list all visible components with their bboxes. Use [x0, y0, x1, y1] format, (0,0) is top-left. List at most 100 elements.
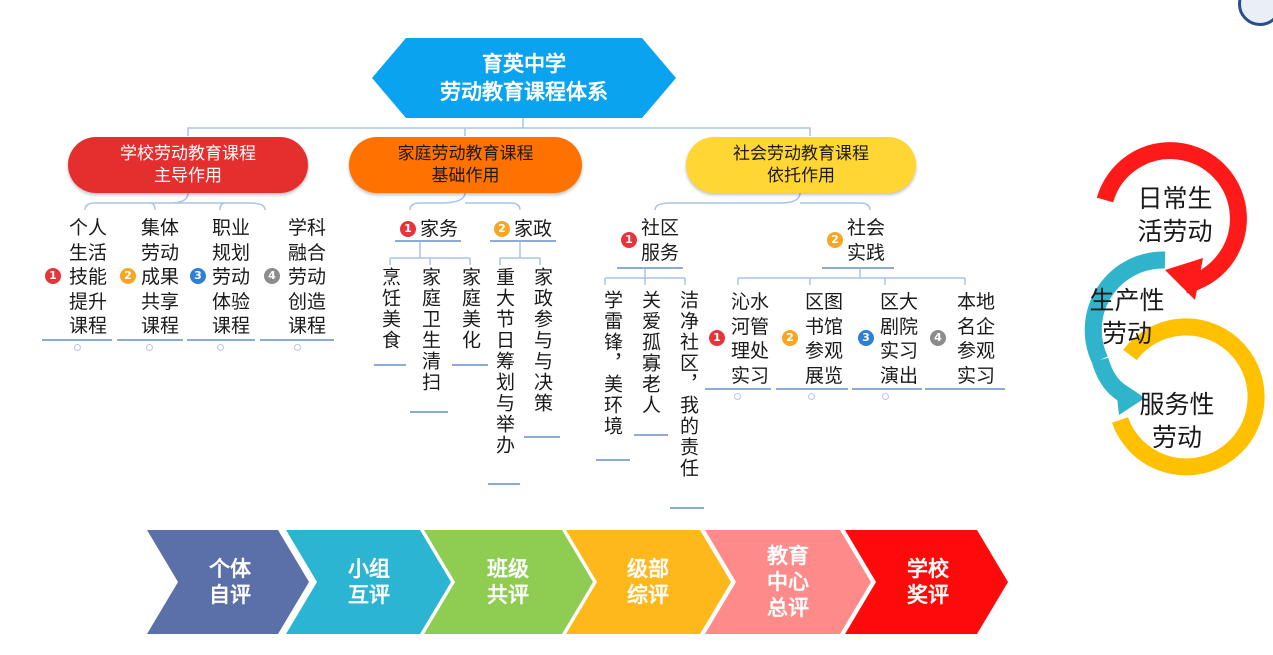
leaf-line: 剧院 — [879, 315, 918, 338]
chevron-class-eval[interactable] — [424, 530, 593, 634]
eval-label-line: 中心 — [767, 570, 809, 594]
leaf-line: 实习 — [956, 364, 995, 387]
family-housework-label[interactable]: 家务 — [420, 218, 459, 240]
chevron-grade-eval[interactable] — [566, 530, 731, 634]
leaf-line: 理处 — [730, 340, 769, 362]
eval-label-line: 教育 — [767, 544, 809, 568]
chevron-group-eval[interactable] — [286, 530, 451, 634]
leaf-line: 书馆 — [804, 315, 843, 338]
root-title-line1: 育英中学 — [482, 52, 566, 76]
social-practice-label[interactable]: 社会 实践 — [847, 216, 885, 266]
leaf-line: 课程 — [211, 315, 250, 337]
school-course-1[interactable]: 个人 生活 技能 提升 课程 — [65, 216, 111, 339]
leaf-line: 体验 — [211, 290, 250, 313]
practice-underline — [925, 388, 1005, 390]
branch-school[interactable]: 学校劳动教育课程 主导作用 — [68, 137, 308, 193]
leaf-underline — [596, 459, 630, 461]
collapse-dot-icon[interactable] — [146, 344, 153, 351]
cycle-arrow-teal — [1084, 251, 1166, 364]
practice-item-1[interactable]: 沁水 河管 理处 实习 — [727, 290, 773, 388]
eval-label-line: 学校 — [907, 557, 949, 581]
social-practice-label-line1: 社会 — [847, 217, 886, 239]
school-underline — [187, 339, 255, 341]
eval-label-6: 学校 奖评 — [893, 556, 963, 608]
leaf-line: 劳动 — [287, 266, 326, 288]
school-course-2[interactable]: 集体 劳动 成果 共享 课程 — [137, 216, 183, 339]
leaf-line: 提升 — [68, 290, 107, 313]
leaf-line: 职业 — [211, 217, 250, 239]
family-management-label[interactable]: 家政 — [514, 218, 553, 240]
practice-underline — [705, 388, 771, 390]
practice-item-2[interactable]: 区图 书馆 参观 展览 — [801, 290, 847, 388]
cycle-arrowhead-red — [1165, 258, 1203, 300]
practice-underline — [776, 388, 848, 390]
leaf-line: 个人 — [68, 217, 107, 239]
leaf-line: 河管 — [730, 315, 769, 338]
cycle-label-service[interactable]: 服务性 劳动 — [1122, 388, 1232, 454]
collapse-dot-icon[interactable] — [294, 344, 301, 351]
leaf-underline — [410, 411, 448, 413]
school-underline — [260, 339, 334, 341]
cycle-label-production[interactable]: 生产性 劳动 — [1072, 284, 1182, 350]
family-item-decorating[interactable]: 家庭美化 — [459, 267, 481, 351]
social-item-clean-community[interactable]: 洁净社区，我的责任 — [677, 290, 699, 479]
school-course-4[interactable]: 学科 融合 劳动 创造 课程 — [284, 216, 330, 339]
leaf-line: 课程 — [287, 315, 326, 337]
leaf-line: 本地 — [956, 291, 995, 313]
practice-item-3[interactable]: 区大 剧院 实习 演出 — [876, 290, 922, 388]
social-item-elderly[interactable]: 关爱孤寡老人 — [639, 290, 661, 416]
number-4-icon: 4 — [264, 268, 280, 284]
collapse-dot-icon[interactable] — [882, 393, 889, 400]
number-1-icon: 1 — [400, 221, 416, 237]
chevron-school-eval[interactable] — [845, 530, 1008, 634]
number-1-icon: 1 — [709, 330, 725, 346]
eval-label-5: 教育 中心 总评 — [753, 543, 823, 621]
family-management-underline — [490, 240, 556, 242]
school-underline — [42, 339, 112, 341]
root-title-line2: 劳动教育课程体系 — [440, 80, 608, 104]
leaf-line: 课程 — [140, 315, 179, 337]
social-practice-label-line2: 实践 — [847, 242, 886, 264]
eval-label-4: 级部 综评 — [613, 556, 683, 608]
eval-label-line: 级部 — [627, 557, 669, 581]
root-node: 育英中学 劳动教育课程体系 — [372, 38, 676, 118]
practice-underline — [852, 388, 922, 390]
branch-social[interactable]: 社会劳动教育课程 依托作用 — [686, 137, 916, 193]
branch-social-line2: 依托作用 — [767, 166, 835, 186]
family-item-festival[interactable]: 重大节日筹划与举办 — [493, 267, 515, 456]
cycle-label-line: 劳动 — [1151, 423, 1202, 452]
leaf-line: 技能 — [68, 266, 107, 288]
social-community-label[interactable]: 社区 服务 — [641, 216, 679, 266]
social-community-label-line1: 社区 — [641, 217, 680, 239]
social-community-label-line2: 服务 — [641, 242, 680, 264]
branch-social-line1: 社会劳动教育课程 — [733, 144, 869, 164]
leaf-line: 劳动 — [211, 266, 250, 288]
collapse-dot-icon[interactable] — [734, 393, 741, 400]
collapse-dot-icon[interactable] — [74, 344, 81, 351]
eval-label-line: 小组 — [348, 557, 390, 581]
social-item-leifeng[interactable]: 学雷锋，美环境 — [601, 290, 623, 437]
leaf-line: 集体 — [140, 217, 179, 239]
family-item-decision[interactable]: 家政参与与决策 — [531, 267, 553, 414]
leaf-line: 课程 — [68, 315, 107, 337]
collapse-dot-icon[interactable] — [808, 393, 815, 400]
eval-label-line: 互评 — [348, 583, 390, 607]
number-1-icon: 1 — [45, 268, 61, 284]
family-item-cooking[interactable]: 烹饪美食 — [379, 267, 401, 351]
leaf-underline — [670, 507, 704, 509]
chevron-self-eval[interactable] — [147, 530, 309, 634]
cycle-arrowhead-teal — [1115, 378, 1145, 415]
cycle-label-daily[interactable]: 日常生 活劳动 — [1120, 182, 1230, 248]
cycle-label-line: 服务性 — [1139, 390, 1215, 419]
leaf-underline — [524, 436, 560, 438]
cycle-label-line: 生产性 — [1089, 286, 1165, 315]
practice-item-4[interactable]: 本地 名企 参观 实习 — [953, 290, 999, 388]
number-2-icon: 2 — [827, 232, 843, 248]
chevron-center-eval[interactable] — [705, 530, 871, 634]
collapse-dot-icon[interactable] — [217, 344, 224, 351]
branch-family[interactable]: 家庭劳动教育课程 基础作用 — [349, 137, 582, 193]
number-2-icon: 2 — [120, 268, 136, 284]
family-item-cleaning[interactable]: 家庭卫生清扫 — [419, 267, 441, 393]
school-course-3[interactable]: 职业 规划 劳动 体验 课程 — [208, 216, 254, 339]
